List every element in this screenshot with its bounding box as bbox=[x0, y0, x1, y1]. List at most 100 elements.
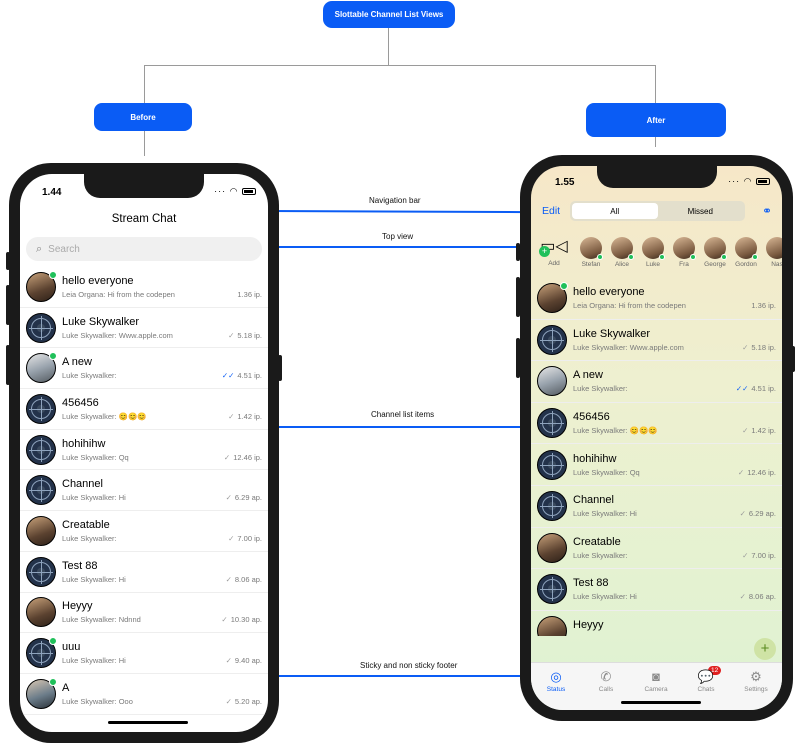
story-item[interactable]: Fra bbox=[672, 237, 696, 268]
avatar bbox=[537, 282, 568, 314]
add-story-button[interactable]: ▭◁ + Add bbox=[537, 237, 571, 267]
online-indicator bbox=[752, 254, 758, 260]
avatar bbox=[537, 324, 567, 355]
tab-settings[interactable]: ⚙Settings bbox=[736, 669, 776, 693]
footer-connector bbox=[268, 675, 536, 677]
new-group-icon[interactable]: ⚭ bbox=[761, 204, 772, 218]
segment-missed[interactable]: Missed bbox=[687, 206, 713, 216]
channel-preview: Luke Skywalker: Www.apple.com✓5.18 ip. bbox=[62, 331, 262, 340]
avatar bbox=[26, 352, 57, 384]
message-meta: ✓8.06 ap. bbox=[740, 592, 776, 601]
channel-name: Test 88 bbox=[573, 577, 609, 590]
sent-check-icon: ✓ bbox=[225, 696, 232, 706]
channel-row[interactable]: Heyyy bbox=[531, 611, 782, 636]
channel-preview: Luke Skywalker: 😊😊😊✓1.42 ip. bbox=[573, 426, 776, 435]
sent-check-icon: ✓ bbox=[739, 592, 746, 602]
before-phone-volume-button bbox=[6, 252, 10, 270]
story-item[interactable]: Gordon bbox=[734, 237, 758, 268]
compose-fab[interactable]: + bbox=[754, 638, 776, 660]
story-item[interactable]: George bbox=[703, 237, 727, 268]
search-bar[interactable]: ⌕ Search bbox=[26, 237, 262, 261]
tab-calls[interactable]: ✆Calls bbox=[586, 669, 626, 693]
after-phone-power-button bbox=[791, 346, 795, 372]
message-meta: ✓7.00 ip. bbox=[228, 534, 262, 543]
sent-check-icon: ✓ bbox=[223, 452, 231, 462]
story-name: Nas bbox=[771, 261, 782, 268]
story-item[interactable]: Luke bbox=[641, 237, 665, 268]
message-meta: ✓9.40 ap. bbox=[226, 656, 262, 665]
sent-check-icon: ✓ bbox=[225, 574, 232, 584]
add-label: Add bbox=[548, 260, 560, 267]
message-time: 10.30 ap. bbox=[230, 615, 262, 625]
channel-preview: Luke Skywalker: Ooo✓5.20 ap. bbox=[62, 697, 262, 706]
online-indicator bbox=[49, 677, 57, 686]
message-time: 8.06 ap. bbox=[748, 592, 776, 602]
channel-preview: Luke Skywalker:✓✓4.51 ip. bbox=[573, 384, 776, 393]
channel-name: Channel bbox=[62, 478, 103, 491]
sent-check-icon: ✓ bbox=[228, 534, 235, 544]
channel-preview: Luke Skywalker: Ndnnd✓10.30 ap. bbox=[62, 615, 262, 624]
message-time: 1.42 ip. bbox=[237, 411, 262, 421]
avatar bbox=[26, 516, 56, 547]
tab-label: Chats bbox=[697, 686, 715, 693]
sent-check-icon: ✓ bbox=[742, 550, 749, 560]
message-time: 6.29 ap. bbox=[748, 509, 776, 519]
channel-preview: Luke Skywalker: Qq✓12.46 ip. bbox=[62, 453, 262, 462]
story-item[interactable]: Nas bbox=[765, 237, 782, 268]
channel-name: Creatable bbox=[573, 535, 621, 548]
connector-after-phone bbox=[655, 137, 656, 147]
last-message: Luke Skywalker: Hi bbox=[62, 574, 126, 584]
message-meta bbox=[773, 634, 776, 636]
online-indicator bbox=[659, 254, 665, 260]
channel-name: Heyyy bbox=[62, 600, 93, 613]
message-time: 6.29 ap. bbox=[234, 493, 262, 503]
sent-check-icon: ✓ bbox=[225, 493, 232, 503]
tab-camera[interactable]: ◙Camera bbox=[636, 669, 676, 693]
items-label: Channel list items bbox=[371, 410, 435, 419]
tab-status[interactable]: ◎Status bbox=[536, 669, 576, 693]
before-phone-screen: 1.44 ··· ◠ Stream Chat ⌕ Search hello ev… bbox=[20, 174, 268, 732]
segment-all[interactable]: All bbox=[572, 203, 658, 219]
signal-icon: ··· bbox=[728, 176, 741, 186]
signal-icon: ··· bbox=[214, 186, 227, 196]
edit-button[interactable]: Edit bbox=[542, 205, 561, 217]
channel-preview: Luke Skywalker: Hi✓6.29 ap. bbox=[573, 509, 776, 518]
story-avatar bbox=[611, 237, 634, 260]
message-meta: ✓6.29 ap. bbox=[226, 493, 262, 502]
last-message: Luke Skywalker: Qq bbox=[573, 467, 640, 477]
status-icons: ··· ◠ bbox=[728, 176, 770, 187]
story-item[interactable]: Stefan bbox=[579, 237, 603, 268]
footer-label: Sticky and non sticky footer bbox=[360, 661, 458, 670]
online-indicator bbox=[597, 254, 603, 260]
notch bbox=[596, 166, 717, 188]
tab-chats[interactable]: 12💬Chats bbox=[686, 666, 726, 693]
story-item[interactable]: Alice bbox=[610, 237, 634, 268]
status-icons: ··· ◠ bbox=[214, 186, 256, 197]
before-phone-volume-button bbox=[6, 285, 10, 325]
story-avatar bbox=[704, 237, 727, 260]
